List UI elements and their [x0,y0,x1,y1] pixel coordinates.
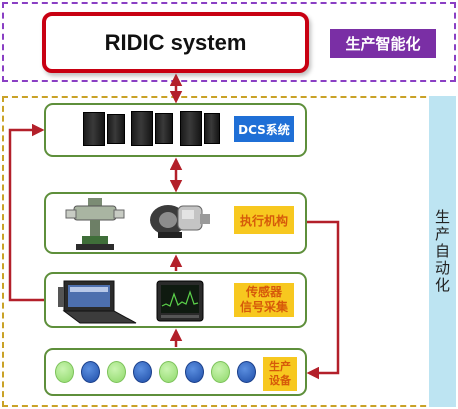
equipment-label-line1: 生产 [269,360,291,373]
production-intelligence-label: 生产智能化 [330,29,436,58]
server-cabinet-icon [131,111,153,146]
actuator-equipment-arrow [306,220,340,380]
equipment-node-blue [185,361,204,383]
production-automation-label: 生产自动化 [433,209,451,294]
dcs-system-label: DCS系统 [234,116,294,142]
electric-actuator-icon [150,205,210,238]
sensor-signal-acquisition-label: 传感器 信号采集 [234,283,294,317]
sensor-label-line2: 信号采集 [239,300,288,314]
ridic-system-box: RIDIC system [42,12,309,73]
actuator-valve-icon [65,198,125,250]
production-automation-banner: 生产自动化 [429,96,456,407]
actuator-label: 执行机构 [234,206,294,234]
equipment-node-blue [81,361,100,383]
server-cabinet-icon [180,111,202,146]
sensor-dcs-feedback-arrow [8,123,45,302]
rugged-laptop-icon [58,280,137,324]
equipment-label-line2: 设备 [269,374,291,387]
server-cabinet-icon [83,112,105,146]
equipment-node-green [107,361,126,383]
equipment-node-green [55,361,74,383]
server-cabinet-icon [107,114,125,144]
server-cabinet-icon [204,113,220,144]
equipment-node-green [159,361,178,383]
ridic-system-title: RIDIC system [104,29,247,55]
production-intelligence-zone [2,2,456,82]
equipment-node-green [211,361,230,383]
signal-analyzer-icon [156,280,204,322]
server-cabinet-icon [155,113,173,144]
equipment-node-blue [237,361,256,383]
equipment-node-blue [133,361,152,383]
sensor-label-line1: 传感器 [245,285,282,299]
production-equipment-label: 生产 设备 [263,357,297,391]
